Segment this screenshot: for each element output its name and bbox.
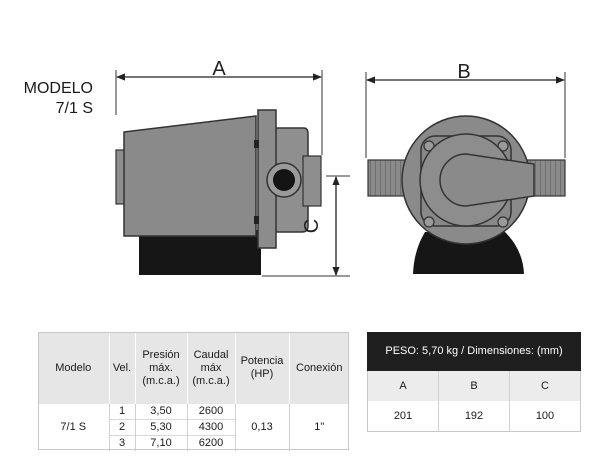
dims-header-c: C [510, 371, 580, 401]
specs-table: Modelo Vel. Presión máx. (m.c.a.) Caudal… [38, 332, 349, 451]
front-bolt-bl [423, 216, 435, 228]
header-presion: Presión máx. (m.c.a.) [135, 332, 188, 404]
table-row: 7/1 S 1 3,50 2600 0,13 1" [38, 404, 349, 451]
dim-c-label: C [301, 219, 323, 233]
side-port-hole [273, 169, 295, 191]
cell-vel: 1 [109, 404, 136, 420]
table-row: 3 7,10 6200 [38, 435, 349, 451]
dims-title: PESO: 5,70 kg / Dimensiones: (mm) [367, 332, 581, 371]
header-caudal: Caudal máx (m.c.a.) [187, 332, 236, 404]
cell-presion: 5,30 [135, 419, 188, 436]
dims-table: PESO: 5,70 kg / Dimensiones: (mm) A B C … [367, 332, 581, 432]
side-view: A C [115, 58, 350, 277]
dim-b-label: B [457, 61, 470, 83]
cell-vel: 3 [109, 435, 136, 451]
dims-body: A B C 201 192 100 [367, 371, 581, 432]
header-potencia: Potencia (HP) [235, 332, 290, 404]
model-label-line2: 7/1 S [55, 100, 93, 117]
cell-caudal: 2600 [187, 404, 236, 420]
side-motor-body [123, 115, 257, 237]
dims-value-b: 192 [439, 401, 510, 431]
model-label-line1: MODELO [23, 80, 93, 97]
dims-header-a: A [368, 371, 439, 401]
dims-header-b: B [439, 371, 510, 401]
side-outlet-stub [302, 155, 322, 207]
cell-presion: 3,50 [135, 404, 188, 420]
header-conexion: Conexión [289, 332, 349, 404]
cell-vel: 2 [109, 419, 136, 436]
cell-presion: 7,10 [135, 435, 188, 451]
cell-modelo: 7/1 S [38, 404, 110, 451]
cell-caudal: 6200 [187, 435, 236, 451]
side-base [139, 230, 261, 275]
front-view: B [365, 61, 566, 274]
side-bolt-1 [254, 140, 259, 148]
front-outlet-keyhole [439, 153, 535, 207]
table-row: 2 5,30 4300 [38, 419, 349, 436]
dim-a-label: A [212, 58, 226, 80]
side-bolt-2 [254, 216, 259, 224]
dims-value-a: 201 [368, 401, 439, 431]
cell-conexion: 1" [314, 421, 325, 433]
pump-technical-drawing: A C B [115, 58, 566, 277]
header-vel: Vel. [109, 332, 136, 404]
front-bolt-br [497, 216, 509, 228]
dims-header-row: A B C [368, 371, 580, 401]
cell-potencia: 0,13 [235, 404, 290, 451]
dims-value-row: 201 192 100 [368, 401, 580, 432]
cell-caudal: 4300 [187, 419, 236, 436]
front-base [413, 232, 524, 274]
header-modelo: Modelo [38, 332, 110, 404]
dims-value-c: 100 [535, 410, 555, 422]
